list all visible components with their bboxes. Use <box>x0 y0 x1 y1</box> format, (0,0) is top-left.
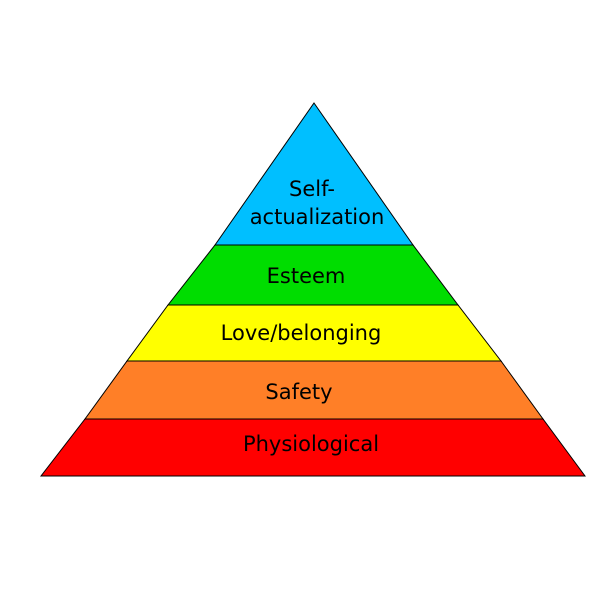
tier-self-actualization-label-line2: actualization <box>250 205 385 229</box>
tier-love-belonging-label: Love/belonging <box>221 321 382 345</box>
tier-self-actualization-label-line1: Self- <box>289 177 335 201</box>
tier-physiological <box>39 418 586 477</box>
tier-esteem-label: Esteem <box>267 264 346 288</box>
tier-safety-label: Safety <box>265 380 332 404</box>
tier-physiological-label: Physiological <box>243 432 379 456</box>
